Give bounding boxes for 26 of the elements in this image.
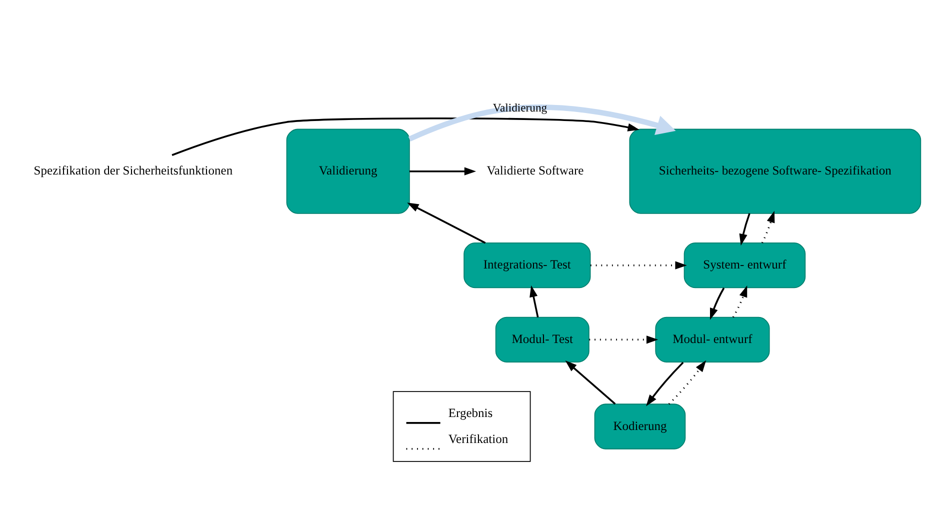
node-box: System- entwurf: [684, 242, 806, 288]
arrow: [407, 202, 486, 244]
edge-label: Validierung: [492, 102, 548, 115]
arrow: [732, 285, 748, 318]
node-box: Kodierung: [594, 404, 686, 450]
arrow: [646, 362, 684, 406]
node-text: Spezifikation der Sicherheitsfunktionen: [34, 164, 233, 178]
arrow: [410, 167, 476, 176]
arrow: [589, 336, 658, 344]
legend-label: Ergebnis: [448, 406, 493, 420]
arrow: [668, 360, 706, 405]
legend-label: Verifikation: [448, 432, 508, 446]
arrow: [710, 288, 725, 320]
arrow: [739, 213, 750, 246]
arrow: [172, 117, 640, 156]
arrow: [590, 261, 687, 270]
arrow: [761, 210, 775, 244]
node-box: Validierung: [286, 128, 410, 214]
node-box: Modul- Test: [495, 316, 590, 362]
node-box: Sicherheits- bezogene Software- Spezifikation: [629, 128, 922, 214]
arrow: [408, 104, 676, 142]
node-text: Validierte Software: [486, 164, 584, 178]
node-box: Integrations- Test: [464, 242, 591, 288]
node-box: Modul- entwurf: [655, 316, 770, 362]
arrow: [565, 360, 616, 405]
arrow: [530, 285, 539, 318]
